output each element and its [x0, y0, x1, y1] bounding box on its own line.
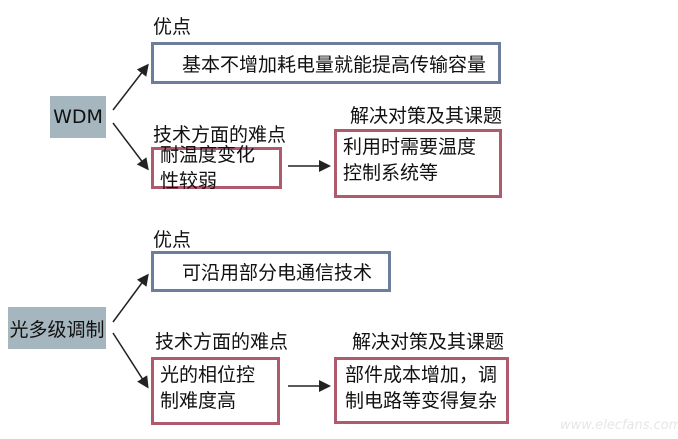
multilevel-modulation-node: 光多级调制	[8, 307, 106, 349]
arrow-multilevel-advantage	[112, 273, 149, 323]
wdm-advantage-box: 基本不增加耗电量就能提高传输容量	[151, 42, 501, 84]
wdm-difficulty-box: 耐温度变化性较弱	[151, 144, 282, 192]
wdm-advantage-heading: 优点	[153, 16, 192, 38]
wdm-difficulty-heading: 技术方面的难点	[153, 124, 287, 146]
multilevel-advantage-heading: 优点	[153, 229, 192, 251]
wdm-node: WDM	[50, 96, 106, 138]
multilevel-solution-box: 部件成本增加，调制电路等变得复杂	[334, 357, 509, 424]
arrow-multilevel-difficulty	[112, 332, 149, 389]
multilevel-difficulty-heading: 技术方面的难点	[155, 331, 289, 353]
arrow-wdm-advantage	[112, 63, 149, 111]
watermark: www.elecfans.com	[560, 418, 678, 433]
wdm-solution-box: 利用时需要温度控制系统等	[334, 129, 502, 198]
multilevel-difficulty-box: 光的相位控制难度高	[151, 357, 280, 425]
wdm-solution-heading: 解决对策及其课题	[350, 105, 503, 127]
multilevel-solution-heading: 解决对策及其课题	[352, 331, 505, 353]
arrow-wdm-difficulty	[112, 122, 149, 171]
multilevel-advantage-box: 可沿用部分电通信技术	[151, 251, 391, 292]
